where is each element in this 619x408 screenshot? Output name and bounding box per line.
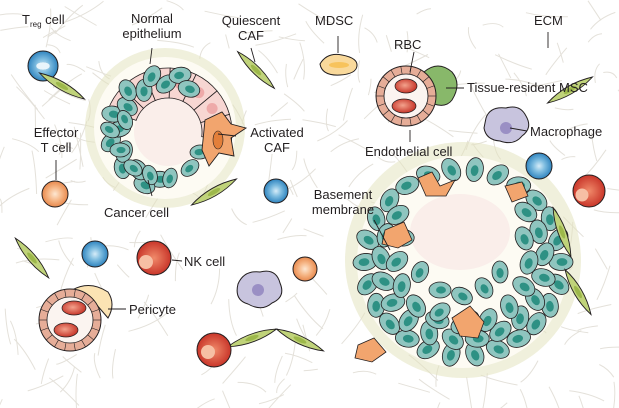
label-nk-cell: NK cell bbox=[184, 254, 226, 269]
normal-duct bbox=[85, 48, 248, 208]
label-tissue-resident-msc: Tissue-resident MSC bbox=[467, 80, 588, 95]
label-treg-cell: Treg cell bbox=[22, 12, 65, 29]
mdsc-cell bbox=[319, 53, 358, 76]
effector-t-cell-2 bbox=[292, 256, 318, 282]
nk-cell-2 bbox=[572, 174, 606, 208]
activated-caf bbox=[201, 111, 248, 167]
tumour-nest bbox=[345, 142, 581, 378]
label-rbc: RBC bbox=[394, 37, 422, 52]
nk-cell-3 bbox=[196, 332, 232, 368]
t-cell bbox=[81, 240, 109, 268]
treg-cell bbox=[27, 50, 59, 82]
macrophage bbox=[483, 106, 530, 144]
cancer-cells-left bbox=[100, 65, 211, 195]
normal-lumen bbox=[134, 98, 202, 166]
blood-vessel-top bbox=[375, 65, 458, 127]
effector-t-cell bbox=[41, 180, 69, 208]
t-cell bbox=[525, 152, 553, 180]
blood-vessel-bottom bbox=[38, 285, 113, 352]
label-mdsc: MDSC bbox=[315, 13, 354, 28]
label-endothelial-cell: Endothelial cell bbox=[365, 144, 453, 159]
label-cancer-cell: Cancer cell bbox=[104, 205, 170, 220]
quiescent-fibroblasts bbox=[14, 50, 594, 352]
label-macrophage: Macrophage bbox=[530, 124, 603, 139]
nk-cell bbox=[136, 240, 172, 276]
macrophage-2 bbox=[236, 270, 283, 309]
label-pericyte: Pericyte bbox=[129, 302, 176, 317]
label-ecm: ECM bbox=[534, 13, 563, 28]
leader-lines bbox=[55, 32, 549, 310]
t-cell bbox=[263, 178, 289, 204]
